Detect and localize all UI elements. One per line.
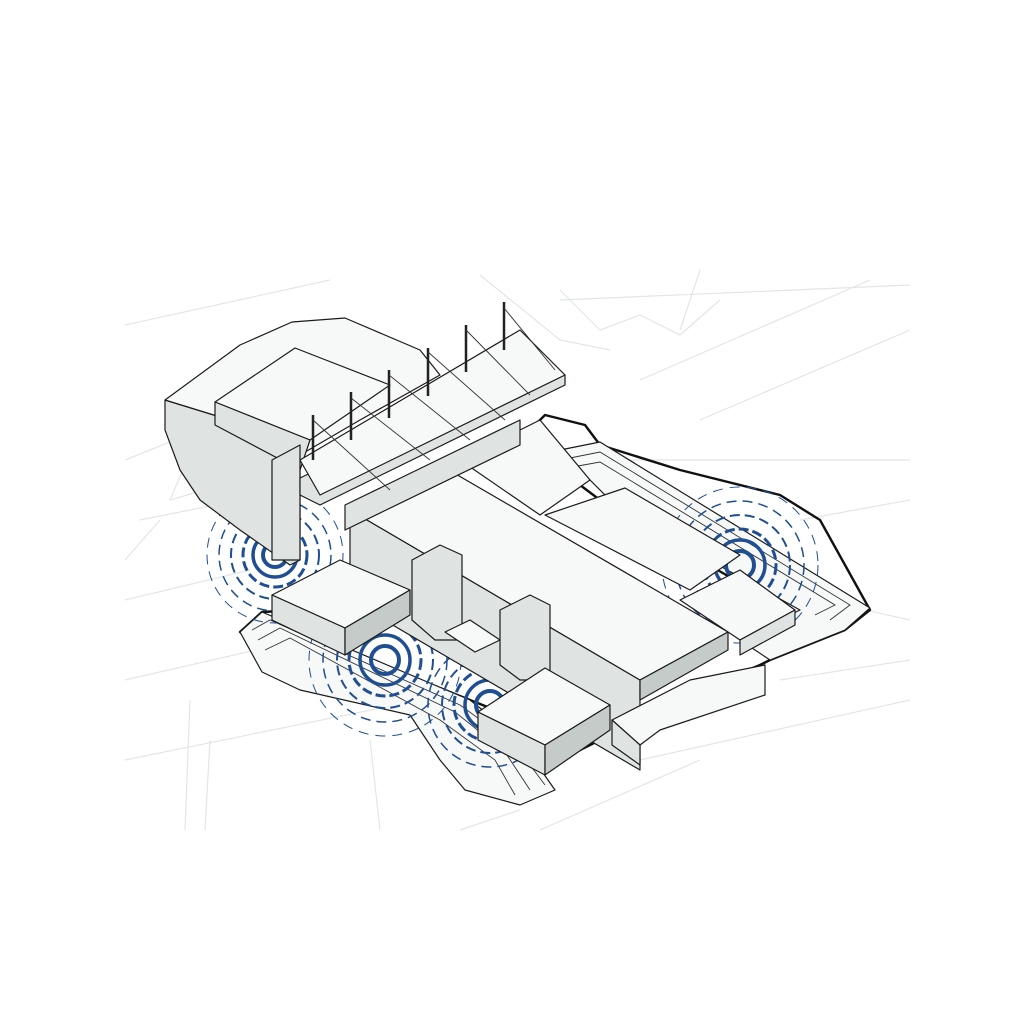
building [164, 302, 796, 776]
context-map-lines [124, 269, 911, 831]
tower-west [271, 444, 301, 561]
pier-2 [499, 594, 551, 681]
east-wing-roof [544, 487, 741, 591]
masts [311, 302, 556, 491]
pier-1 [411, 544, 463, 641]
canopy-bar-top [299, 329, 566, 496]
